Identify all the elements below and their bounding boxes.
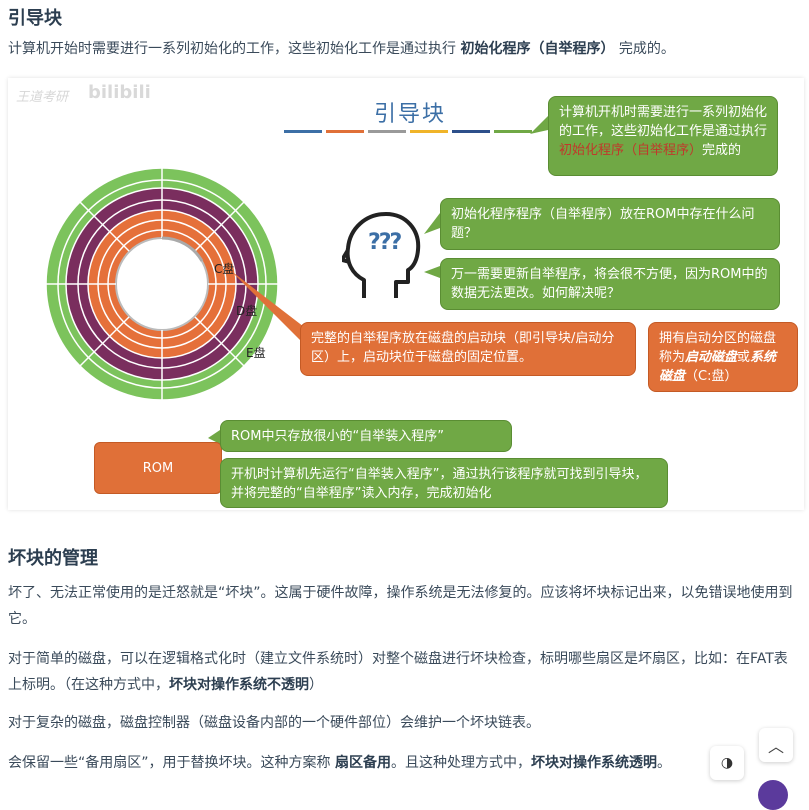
title-underline-bar [284,130,322,133]
bilibili-watermark: bilibili [88,82,151,103]
section-heading-bad-block: 坏块的管理 [8,548,98,569]
title-underline-bar [326,130,364,133]
boot-block-intro: 计算机开始时需要进行一系列初始化的工作，这些初始化工作是通过执行 初始化程序（自… [8,41,675,57]
bad-block-para-2: 对于简单的磁盘，可以在逻辑格式化时（建立文件系统时）对整个磁盘进行坏块检查，标明… [8,651,788,693]
floating-avatar[interactable] [758,780,788,810]
bubble-boot-block: 完整的自举程序放在磁盘的启动块（即引导块/启动分区）上，启动块位于磁盘的固定位置… [300,322,636,376]
section-heading-boot-block: 引导块 [8,8,62,29]
title-underline-bar [452,130,490,133]
bad-block-para-3: 对于复杂的磁盘，磁盘控制器（磁盘设备内部的一个硬件部位）会维护一个坏块链表。 [8,715,540,731]
title-underline-bar [410,130,448,133]
callout-pointer [208,116,548,480]
label-e-drive: E盘 [246,346,266,360]
contrast-icon: ◑ [720,755,734,771]
question-marks-icon: ??? [368,230,402,255]
bad-block-para-1: 坏了、无法正常使用的是迁怒就是“坏块”。这属于硬件故障，操作系统是无法修复的。应… [8,585,793,627]
bad-block-para-4: 会保留一些“备用扇区”，用于替换坏块。这种方案称 扇区备用。且这种处理方式中，坏… [8,755,671,771]
boot-block-figure: 王道考研 bilibili 引导块 C盘 D盘 E盘 [8,78,804,510]
figure-title: 引导块 [374,102,447,127]
chevron-up-icon: ︿ [767,737,784,756]
bubble-question-rom: 初始化程序程序（自举程序）放在ROM中存在什么问题？ [440,198,780,250]
rom-box: ROM [94,442,222,494]
thinking-head-icon [342,212,421,298]
bubble-boot-loader-note: 开机时计算机先运行“自举装入程序”，通过执行该程序就可找到引导块，并将完整的“自… [220,458,668,508]
bubble-init-program: 计算机开机时需要进行一系列初始化的工作，这些初始化工作是通过执行初始化程序（自举… [548,96,778,176]
theme-toggle-button[interactable]: ◑ [710,746,744,780]
scroll-to-top-button[interactable]: ︿ [759,728,793,762]
watermark: 王道考研 [16,90,69,105]
title-underline-bar [368,130,406,133]
disk-diagram [45,167,279,401]
label-d-drive: D盘 [236,304,258,318]
label-c-drive: C盘 [214,262,235,276]
bubble-rom-update-problem: 万一需要更新自举程序，将会很不方便，因为ROM中的数据无法更改。如何解决呢？ [440,258,780,310]
title-underline-bar [494,130,532,133]
bubble-system-disk: 拥有启动分区的磁盘称为启动磁盘或系统磁盘（C:盘） [648,322,798,392]
bubble-rom-note: ROM中只存放很小的“自举装入程序” [220,420,512,452]
